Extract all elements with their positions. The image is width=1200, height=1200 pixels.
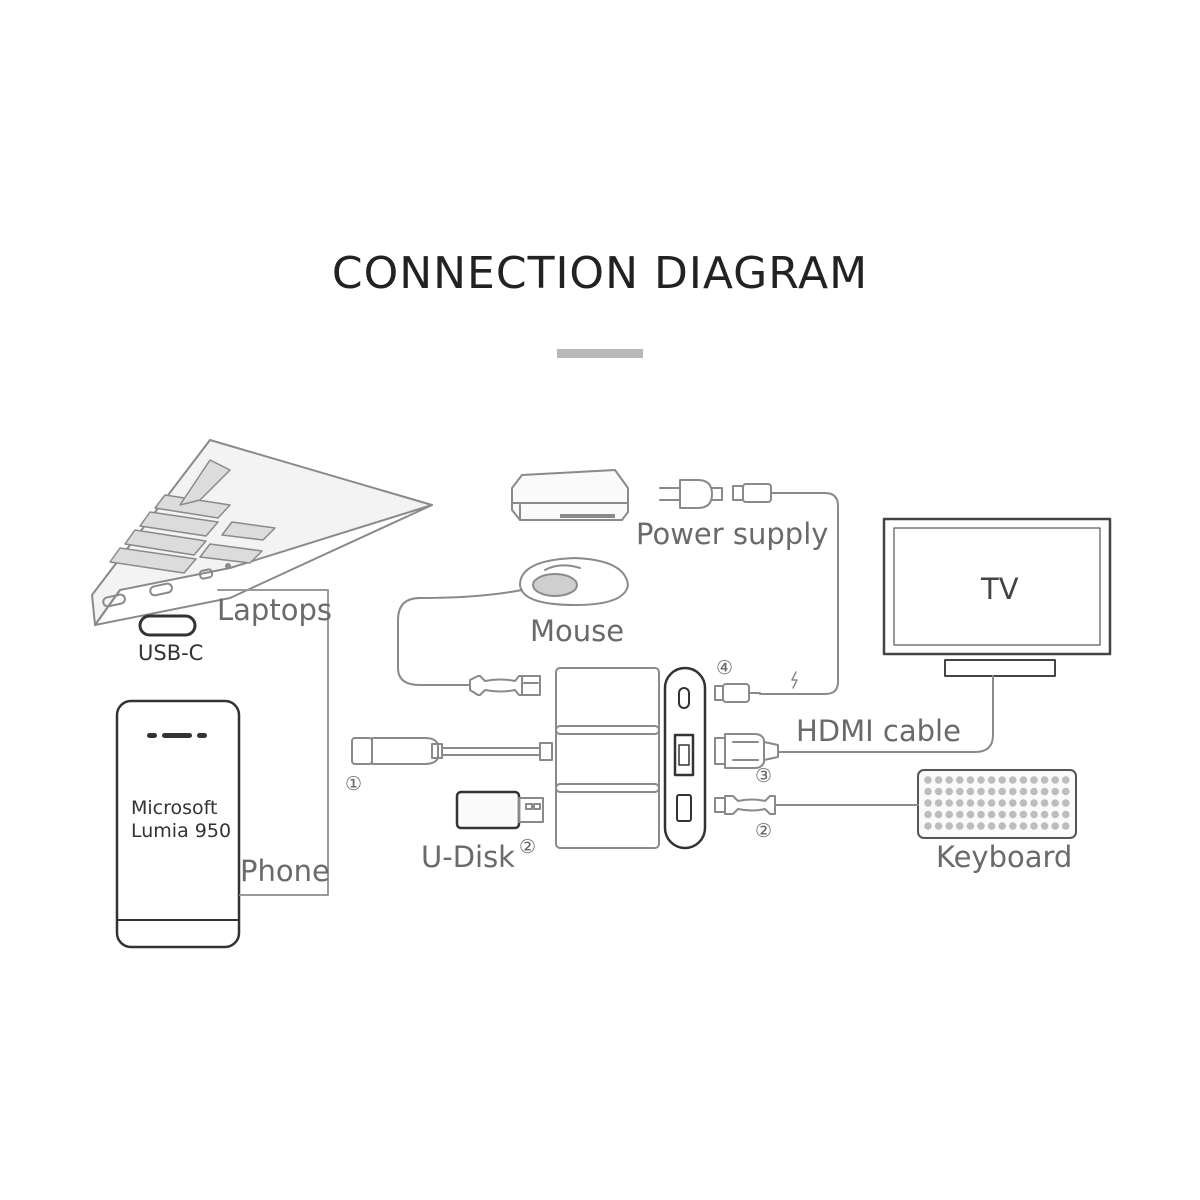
keyboard-key [1030,822,1038,830]
keyboard-key [966,810,975,819]
keyboard-key [1040,787,1049,796]
keyboard-key [1062,810,1070,819]
keyboard-key [1009,787,1017,796]
keyboard-key [1019,822,1028,830]
keyboard-key [987,822,996,830]
keyboard-key [1051,799,1059,807]
keyboard-key [977,822,985,830]
phone-label: Phone [240,854,330,888]
keyboard-key [1040,810,1049,819]
usb-c-cable [351,737,553,765]
mouse-illustration [397,557,629,696]
phone-illustration [115,699,241,949]
keyboard-key [966,799,975,807]
keyboard-key [934,776,943,784]
laptops-label: Laptops [217,593,332,627]
keyboard-key [924,787,932,796]
keyboard-key [1051,787,1059,796]
u-disk-label: U-Disk [421,840,515,874]
hdmi-cable-label: HDMI cable [796,714,961,748]
keyboard-key [1040,799,1049,807]
keyboard-key [934,799,943,807]
keyboard-key [945,787,953,796]
keyboard-key [998,787,1006,796]
keyboard-key [1019,810,1028,819]
keyboard-key [1062,787,1070,796]
keyboard-key [945,810,953,819]
usb-c-label: USB-C [138,641,204,665]
keyboard-key [934,787,943,796]
keyboard-key [956,822,964,830]
u-disk-illustration [455,790,544,830]
keyboard-key [924,776,932,784]
power-port-number: ④ [716,657,734,679]
keyboard-key [1062,776,1070,784]
keyboard-key [998,799,1006,807]
keyboard-key [1030,799,1038,807]
keyboard-key [987,787,996,796]
keyboard-port-number: ② [755,820,773,842]
keyboard-key [924,822,932,830]
keyboard-key [966,787,975,796]
power-supply-label: Power supply [636,517,829,551]
keyboard-key [1040,776,1049,784]
keyboard-key [1040,822,1049,830]
keyboard-key [956,810,964,819]
phone-model-label: Microsoft Lumia 950 [131,797,232,842]
keyboard-key [1051,822,1059,830]
keyboard-key [1009,822,1017,830]
keyboard-key [1019,776,1028,784]
keyboard-key [934,810,943,819]
laptop-illustration [91,439,433,637]
keyboard-key [977,787,985,796]
keyboard-key [924,810,932,819]
keyboard-key [966,822,975,830]
hdmi-plug [714,733,779,769]
keyboard-key [1051,810,1059,819]
keyboard-key [945,799,953,807]
title-underline [557,349,643,358]
keyboard-key [1009,810,1017,819]
keyboard-key [966,776,975,784]
keyboard-key [1009,776,1017,784]
page-title: CONNECTION DIAGRAM [331,248,869,299]
keyboard-key [1030,776,1038,784]
keyboard-label: Keyboard [936,840,1073,874]
keyboard-key [956,799,964,807]
keyboard-key [1030,810,1038,819]
keyboard-key [956,787,964,796]
keyboard-key [977,799,985,807]
u-disk-port-number: ② [519,836,537,858]
power-supply-illustration [511,469,839,703]
keyboard-key [1051,776,1059,784]
keyboard-key [1009,799,1017,807]
mouse-label: Mouse [530,614,625,648]
keyboard-key [956,776,964,784]
keyboard-key [1019,799,1028,807]
tv-illustration [777,517,1112,753]
keyboard-key [998,776,1006,784]
keyboard-key [998,822,1006,830]
keyboard-key [987,810,996,819]
keyboard-key [998,810,1006,819]
usb-c-port-number: ① [345,773,363,795]
hub-illustration [555,666,707,850]
keyboard-key [1062,799,1070,807]
keyboard-key [945,822,953,830]
keyboard-key [987,776,996,784]
keyboard-key [934,822,943,830]
hdmi-port-number: ③ [755,765,773,787]
keyboard-key [1030,787,1038,796]
keyboard-key [1062,822,1070,830]
keyboard-illustration [714,769,1077,839]
keyboard-key [945,776,953,784]
keyboard-key [924,799,932,807]
tv-label: TV [981,572,1019,606]
keyboard-key [987,799,996,807]
keyboard-key [1019,787,1028,796]
keyboard-key [977,776,985,784]
keyboard-key [977,810,985,819]
